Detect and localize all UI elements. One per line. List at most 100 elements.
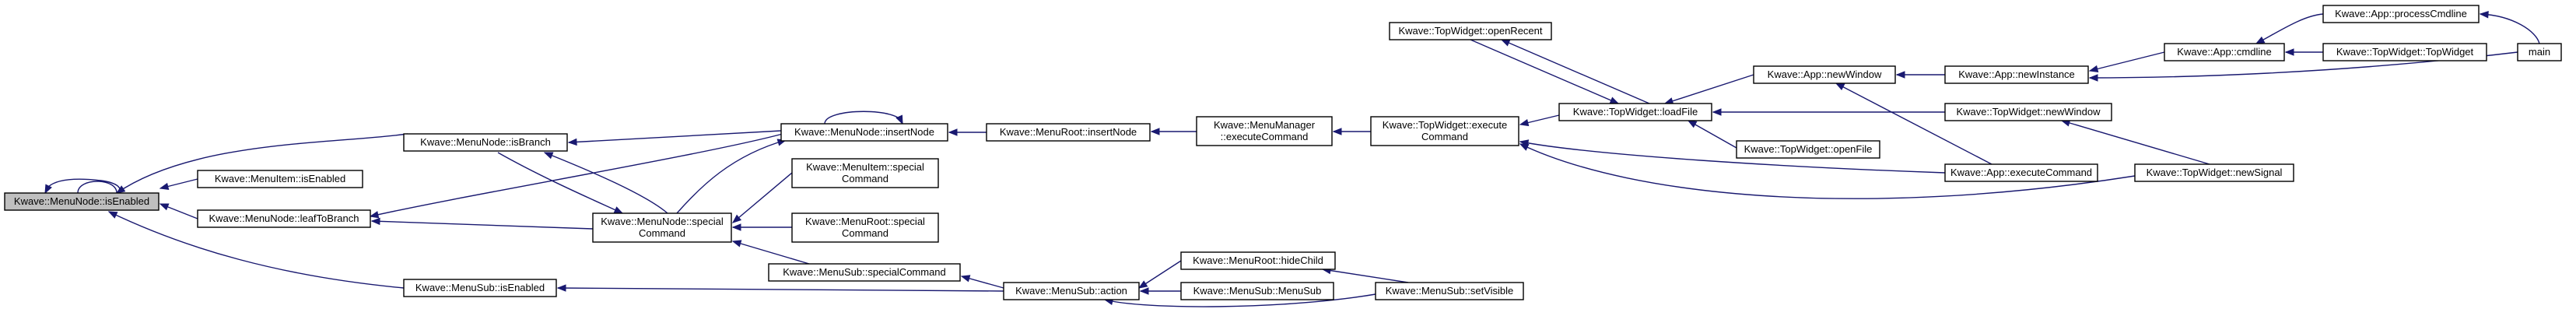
node-n16[interactable]: Kwave::MenuSub::setVisible [1375, 282, 1524, 300]
node-label: Kwave::MenuRoot::special [805, 216, 925, 227]
edge-n5-to-n1 [567, 130, 782, 146]
edge-line [732, 240, 810, 265]
edge-line [1104, 293, 1376, 307]
node-n13[interactable]: Kwave::MenuSub::specialCommand [768, 263, 961, 282]
node-n15[interactable]: Kwave::MenuSub::MenuSub [1180, 282, 1334, 300]
node-n3[interactable]: Kwave::MenuNode::leafToBranch [197, 209, 371, 228]
node-n8[interactable]: Kwave::MenuRoot::insertNode [986, 123, 1151, 142]
edge-n24-to-n10 [1519, 143, 2136, 199]
node-label: Kwave::TopWidget::openRecent [1399, 25, 1543, 37]
node-label: Kwave::MenuItem::special [806, 161, 924, 173]
edge-arrowhead [159, 203, 170, 211]
node-box [197, 209, 371, 228]
edge-n0-to-n0 [44, 178, 121, 195]
node-n26[interactable]: Kwave::App::processCmdline [2322, 5, 2480, 23]
edge-line [676, 139, 787, 214]
edge-line [370, 133, 783, 217]
node-n17[interactable]: Kwave::TopWidget::openRecent [1389, 22, 1552, 40]
node-n11[interactable]: Kwave::MenuItem::specialCommand [791, 158, 939, 188]
node-n23[interactable]: Kwave::TopWidget::newWindow [1944, 103, 2112, 121]
edge-line [497, 152, 623, 214]
node-box [1375, 282, 1524, 300]
node-box [2134, 163, 2294, 182]
node-box [592, 212, 732, 243]
node-label: Kwave::MenuNode::isEnabled [14, 195, 149, 207]
node-n7[interactable]: Kwave::MenuSub::action [1003, 282, 1140, 300]
node-n19[interactable]: Kwave::TopWidget::openFile [1736, 140, 1880, 159]
edge-line [1519, 143, 2136, 199]
edge-n4-to-n0 [107, 211, 405, 289]
node-n6[interactable]: Kwave::MenuNode::specialCommand [592, 212, 732, 243]
node-box [1558, 103, 1712, 121]
node-box [197, 170, 363, 188]
edge-line [732, 172, 793, 223]
edge-line [116, 133, 408, 194]
node-n12[interactable]: Kwave::MenuRoot::specialCommand [791, 212, 939, 243]
edge-arrowhead [731, 214, 742, 223]
node-n27[interactable]: Kwave::TopWidget::TopWidget [2322, 43, 2487, 61]
edge-n8-to-n5 [948, 128, 987, 136]
node-n2[interactable]: Kwave::MenuItem::isEnabled [197, 170, 363, 188]
node-box [1753, 65, 1896, 84]
edge-arrowhead [731, 240, 742, 248]
node-label: Kwave::MenuNode::special [601, 216, 724, 227]
node-box [2322, 43, 2487, 61]
edge-n18-to-n10 [1519, 114, 1560, 127]
node-box [2517, 43, 2562, 61]
edge-line [568, 130, 782, 143]
node-box [2322, 5, 2480, 23]
edge-arrowhead [1835, 83, 1845, 91]
node-label: Kwave::TopWidget::execute [1383, 119, 1507, 131]
edge-line [557, 287, 1004, 292]
node-label: ::executeCommand [1221, 131, 1309, 142]
edge-n27-to-n25 [2284, 48, 2323, 56]
edge-line [2480, 13, 2540, 44]
node-label: Kwave::TopWidget::newWindow [1957, 106, 2101, 118]
edge-n12-to-n6 [1332, 128, 1371, 135]
node-n14[interactable]: Kwave::MenuRoot::hideChild [1180, 251, 1336, 270]
node-n25[interactable]: Kwave::App::cmdline [2164, 43, 2285, 61]
node-label: Command [1421, 131, 1468, 142]
edge-arrowhead [948, 128, 958, 136]
edge-arrowhead [1332, 128, 1342, 135]
node-box [986, 123, 1151, 142]
edge-line [1519, 141, 1946, 174]
node-n10[interactable]: Kwave::TopWidget::executeCommand [1370, 116, 1519, 146]
node-n0[interactable]: Kwave::MenuNode::isEnabled [4, 192, 159, 211]
node-box [1180, 251, 1336, 270]
edge-arrowhead [1500, 39, 1511, 47]
edge-arrowhead [115, 185, 126, 194]
node-n22[interactable]: Kwave::App::newInstance [1944, 65, 2089, 84]
edge-arrowhead [1712, 108, 1722, 116]
node-label: Command [639, 227, 685, 239]
edge-n23-to-n18 [1712, 108, 1945, 116]
node-n18[interactable]: Kwave::TopWidget::loadFile [1558, 103, 1712, 121]
edge-n20-to-n18 [1663, 74, 1754, 105]
edge-arrowhead [159, 182, 170, 191]
edge-line [1322, 269, 1409, 283]
edge-n2-to-n0 [159, 178, 198, 191]
node-n24[interactable]: Kwave::TopWidget::newSignal [2134, 163, 2294, 182]
node-n21[interactable]: Kwave::App::executeCommand [1944, 163, 2098, 182]
edge-arrowhead [2479, 10, 2489, 19]
edge-arrowhead [1150, 128, 1160, 135]
edge-n22-to-n20 [1895, 71, 1945, 79]
node-n9[interactable]: Kwave::MenuManager::executeCommand [1196, 116, 1333, 146]
edge-arrowhead [107, 211, 118, 219]
node-n4[interactable]: Kwave::MenuSub::isEnabled [403, 279, 557, 297]
edge-line [1470, 39, 1619, 104]
node-box [403, 279, 557, 297]
edge-line [1664, 74, 1754, 104]
node-n1[interactable]: Kwave::MenuNode::isBranch [403, 133, 568, 152]
node-n20[interactable]: Kwave::App::newWindow [1753, 65, 1896, 84]
node-n5[interactable]: Kwave::MenuNode::insertNode [780, 123, 948, 142]
edge-line [1138, 260, 1182, 289]
edge-line [1835, 83, 1992, 165]
node-box [2164, 43, 2285, 61]
node-n28[interactable]: main [2517, 43, 2562, 61]
node-label: Kwave::TopWidget::loadFile [1573, 106, 1698, 118]
edge-n6-to-n1 [543, 152, 668, 214]
edge-n15-to-n7 [1139, 287, 1181, 295]
edge-arrowhead [1895, 71, 1905, 79]
